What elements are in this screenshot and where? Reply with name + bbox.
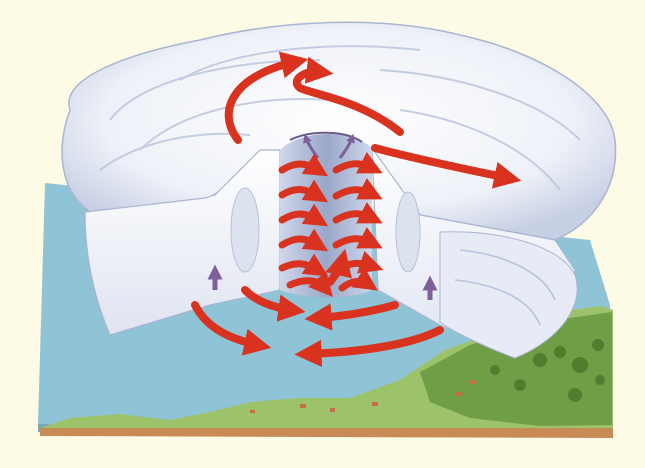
hurricane-illustration [0, 0, 645, 468]
